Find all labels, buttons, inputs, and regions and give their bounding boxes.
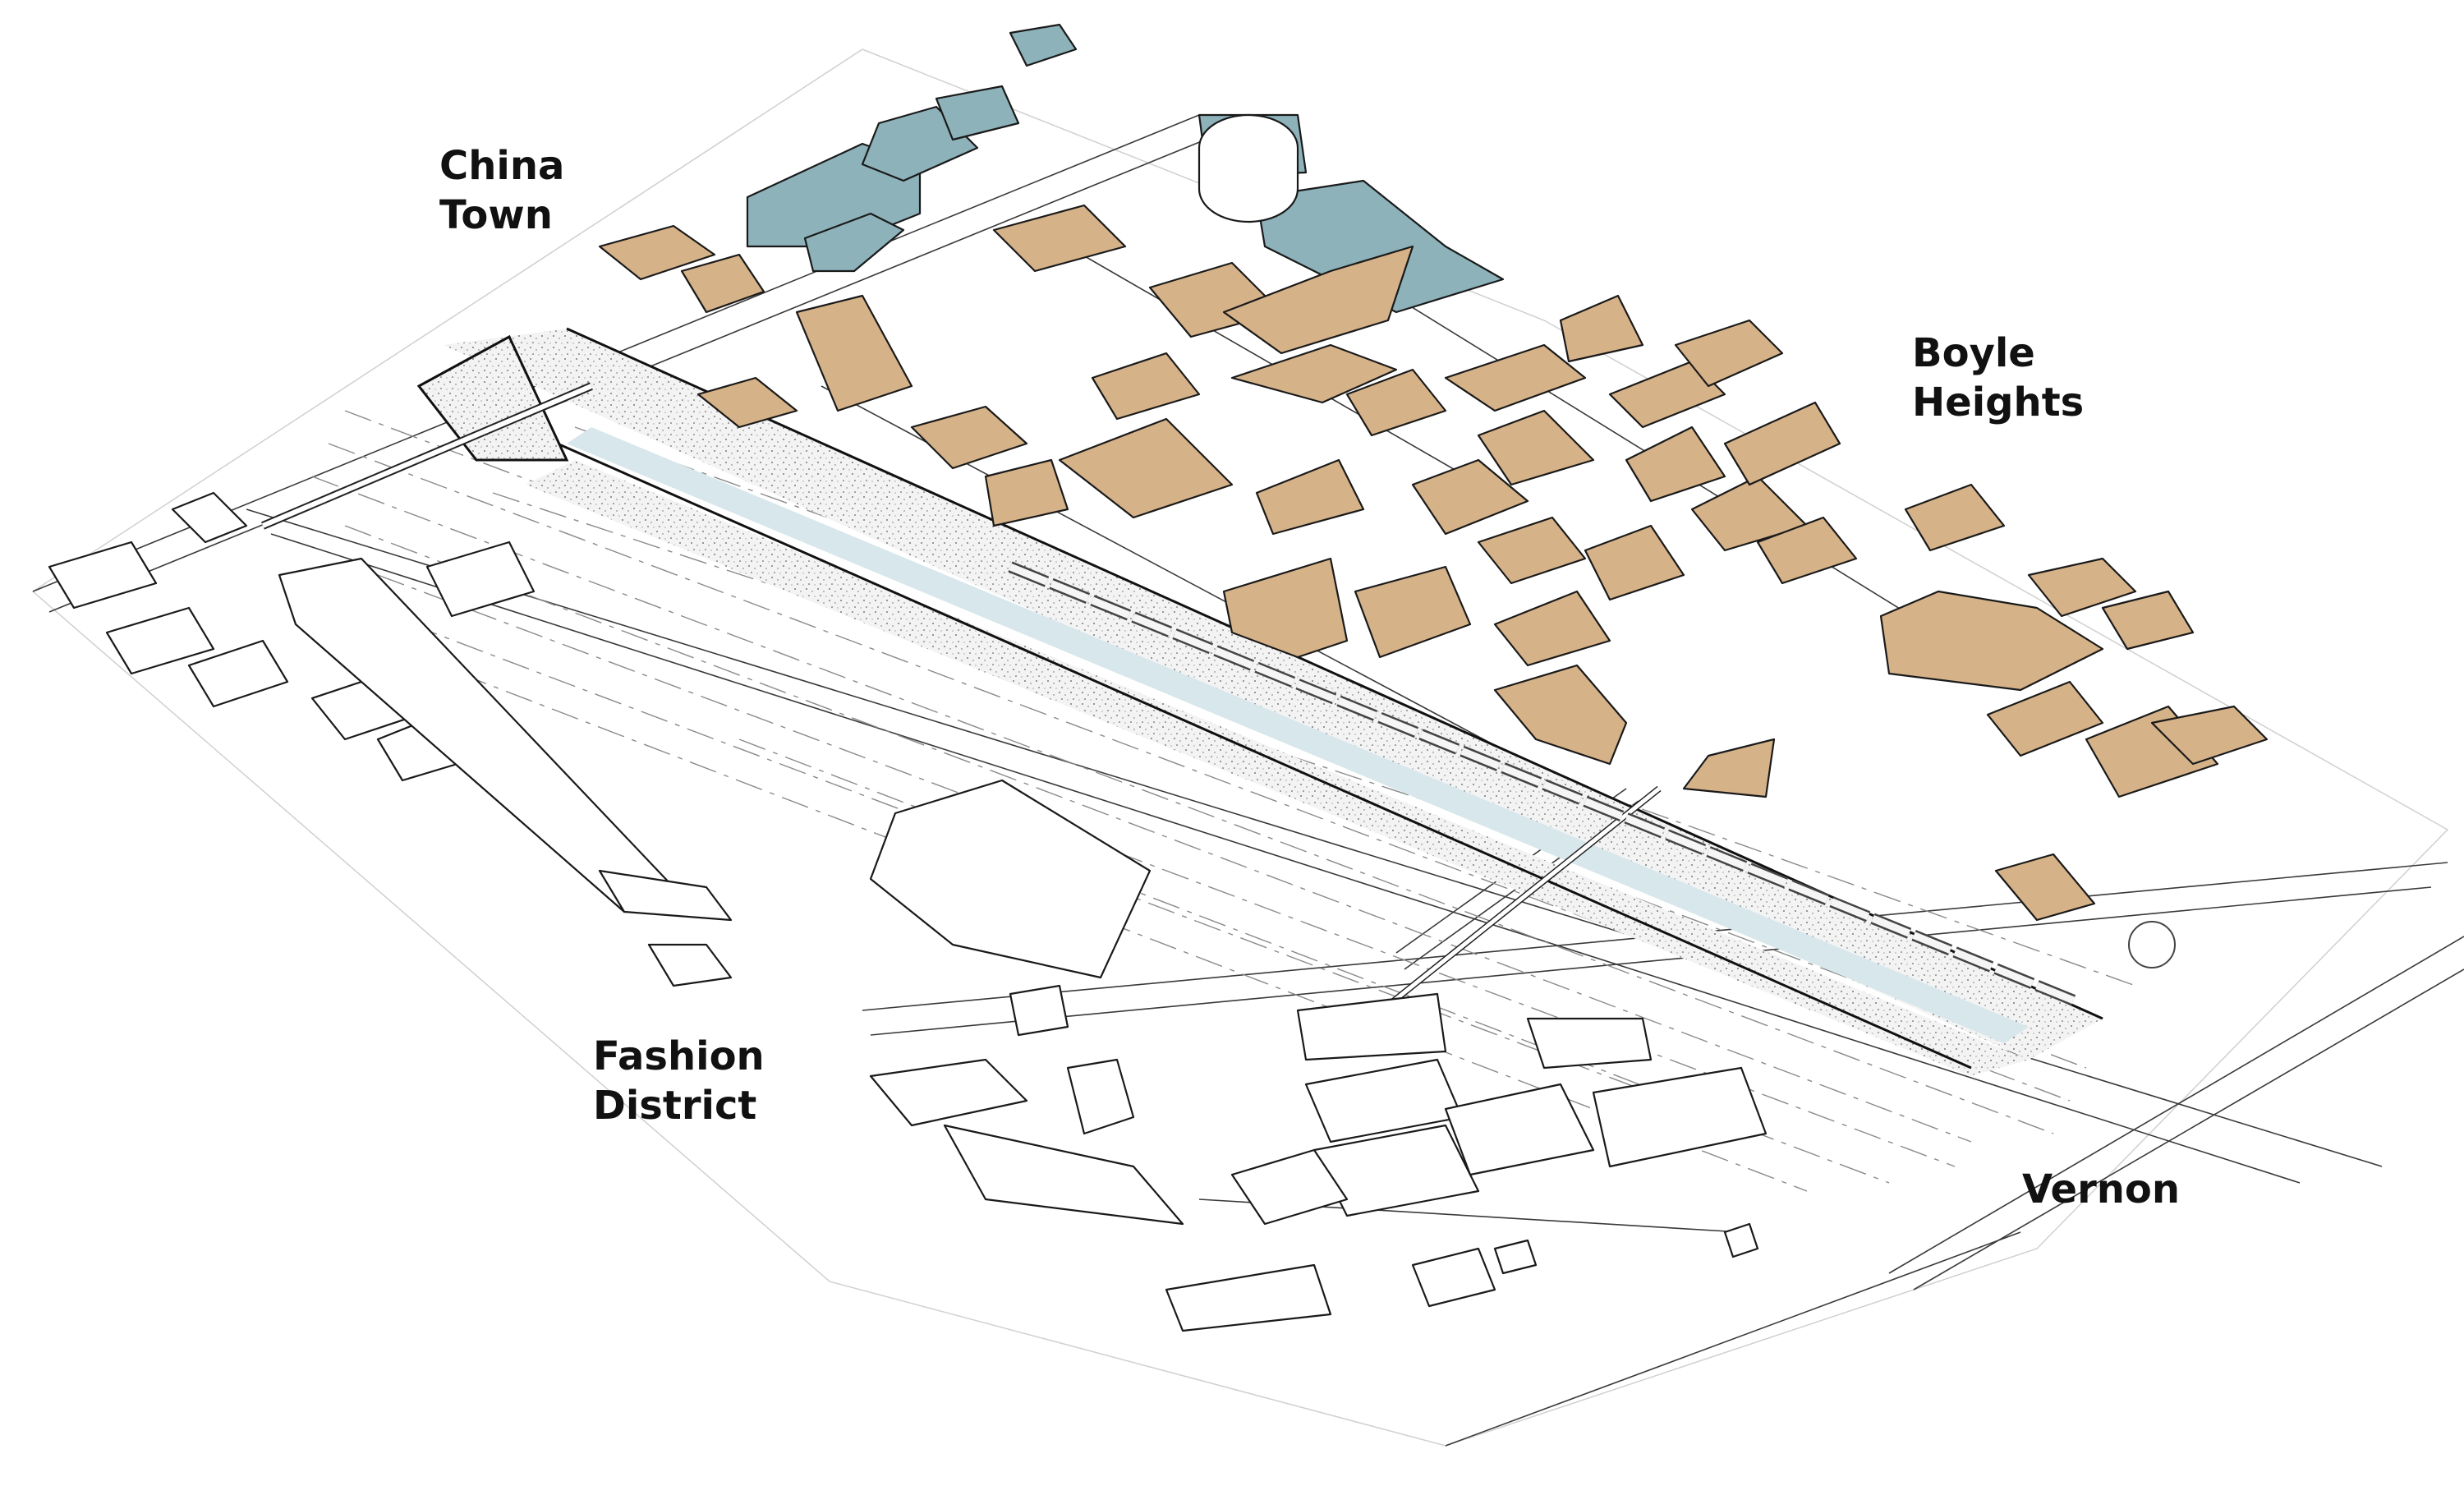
upper-basin [416, 334, 569, 462]
freight-train [1008, 561, 2080, 1008]
label-china-town: China Town [439, 143, 565, 238]
gravel-bank-north [444, 329, 2103, 1060]
label-fashion-district: Fashion District [593, 1033, 765, 1129]
gravel-bank-south [526, 460, 2029, 1076]
label-boyle-heights: Boyle Heights [1912, 330, 2085, 426]
roundabout [2128, 921, 2176, 968]
label-vernon: Vernon [2022, 1166, 2181, 1212]
highlighted-buildings [598, 204, 2269, 922]
river-channel [416, 327, 2103, 1076]
river-water [567, 427, 2029, 1043]
context-buildings [48, 113, 1768, 1332]
